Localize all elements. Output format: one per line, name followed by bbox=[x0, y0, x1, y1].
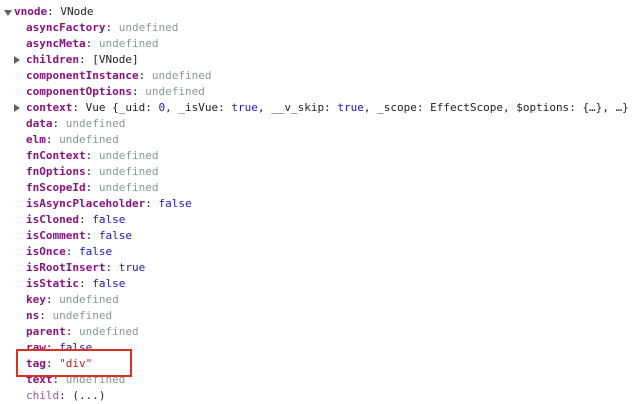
tree-row-fnScopeId[interactable]: fnScopeId: undefined bbox=[26, 181, 159, 194]
tree-row-isAsyncPlaceholder[interactable]: isAsyncPlaceholder: false bbox=[26, 197, 192, 210]
property-name: isStatic bbox=[26, 277, 79, 290]
tree-row-child[interactable]: child: (...) bbox=[26, 389, 106, 402]
preview-value: true bbox=[231, 101, 258, 114]
tree-row-elm[interactable]: elm: undefined bbox=[26, 133, 119, 146]
preview-key: _scope bbox=[377, 101, 417, 114]
preview-key: __v_skip bbox=[271, 101, 325, 114]
tree-row-key[interactable]: key: undefined bbox=[26, 293, 119, 306]
tree-row-fnOptions[interactable]: fnOptions: undefined bbox=[26, 165, 159, 178]
tree-row-tag[interactable]: tag: "div" bbox=[26, 357, 93, 370]
preview-more: …} bbox=[615, 101, 629, 114]
property-name: isRootInsert bbox=[26, 261, 106, 274]
property-value: undefined bbox=[98, 37, 159, 50]
getter-invoke[interactable]: (...) bbox=[72, 389, 106, 402]
property-value: undefined bbox=[65, 373, 126, 386]
tree-row-isOnce[interactable]: isOnce: false bbox=[26, 245, 113, 258]
property-value: undefined bbox=[145, 85, 205, 98]
property-name: key bbox=[26, 293, 46, 306]
tree-row-componentInstance[interactable]: componentInstance: undefined bbox=[26, 69, 212, 82]
property-name: fnOptions bbox=[26, 165, 86, 178]
property-value: true bbox=[118, 261, 146, 274]
property-name: parent bbox=[26, 325, 66, 338]
tree-row-data[interactable]: data: undefined bbox=[26, 117, 126, 130]
property-value: undefined bbox=[98, 165, 159, 178]
property-name: fnScopeId bbox=[26, 181, 86, 194]
property-value: [VNode] bbox=[92, 53, 139, 66]
object-open-brace: { bbox=[112, 101, 119, 114]
property-name: text bbox=[26, 373, 53, 386]
property-name: asyncFactory bbox=[26, 21, 106, 34]
preview-key: _isVue bbox=[178, 101, 219, 114]
property-value: undefined bbox=[118, 21, 179, 34]
property-value: undefined bbox=[98, 149, 159, 162]
property-value: undefined bbox=[59, 293, 119, 306]
preview-value: {…} bbox=[582, 101, 603, 114]
property-name: ns bbox=[26, 309, 40, 322]
property-value: false bbox=[158, 197, 192, 210]
property-name: isAsyncPlaceholder bbox=[26, 197, 146, 210]
property-name: asyncMeta bbox=[26, 37, 86, 50]
tree-row-context[interactable]: context: Vue {_uid: 0, _isVue: true, __v… bbox=[0, 100, 640, 116]
triangle-right-icon[interactable] bbox=[14, 56, 20, 64]
property-name: vnode bbox=[14, 5, 48, 18]
tree-row-isCloned[interactable]: isCloned: false bbox=[26, 213, 126, 226]
property-name: elm bbox=[26, 133, 46, 146]
tree-row-componentOptions[interactable]: componentOptions: undefined bbox=[26, 85, 205, 98]
property-name: isCloned bbox=[26, 213, 79, 226]
tree-row-asyncFactory[interactable]: asyncFactory: undefined bbox=[26, 21, 179, 34]
property-name: isComment bbox=[26, 229, 86, 242]
property-value: VNode bbox=[60, 5, 94, 18]
property-name: context bbox=[26, 101, 73, 114]
property-value: undefined bbox=[151, 69, 212, 82]
preview-key: $options bbox=[516, 101, 570, 114]
property-name: componentOptions bbox=[26, 85, 132, 98]
tree-row-children[interactable]: children: [VNode] bbox=[0, 52, 640, 68]
tree-row-asyncMeta[interactable]: asyncMeta: undefined bbox=[26, 37, 159, 50]
tree-row-ns[interactable]: ns: undefined bbox=[26, 309, 113, 322]
property-name: data bbox=[26, 117, 53, 130]
property-value: false bbox=[59, 341, 93, 354]
property-value: undefined bbox=[59, 133, 119, 146]
tree-row-isComment[interactable]: isComment: false bbox=[26, 229, 132, 242]
property-value: undefined bbox=[52, 309, 113, 322]
property-name: isOnce bbox=[26, 245, 66, 258]
triangle-right-icon[interactable] bbox=[14, 104, 20, 112]
property-name: tag bbox=[26, 357, 46, 370]
tree-row-raw[interactable]: raw: false bbox=[26, 341, 93, 354]
tree-row-text[interactable]: text: undefined bbox=[26, 373, 126, 386]
property-value: undefined bbox=[65, 117, 126, 130]
object-type: Vue bbox=[85, 101, 106, 114]
tree-row-vnode[interactable]: vnode: VNode bbox=[0, 4, 640, 20]
preview-value: 0 bbox=[158, 101, 166, 114]
property-value: undefined bbox=[98, 181, 159, 194]
preview-value: true bbox=[337, 101, 364, 114]
property-value: false bbox=[92, 213, 126, 226]
property-name: raw bbox=[26, 341, 46, 354]
property-name: componentInstance bbox=[26, 69, 139, 82]
preview-value: EffectScope bbox=[430, 101, 503, 114]
triangle-down-icon[interactable] bbox=[4, 10, 12, 16]
tree-row-isStatic[interactable]: isStatic: false bbox=[26, 277, 126, 290]
tree-row-parent[interactable]: parent: undefined bbox=[26, 325, 139, 338]
property-value: false bbox=[98, 229, 132, 242]
preview-key: _uid bbox=[118, 101, 146, 114]
property-name: children bbox=[26, 53, 79, 66]
property-name: child bbox=[26, 389, 60, 402]
property-value: "div" bbox=[59, 357, 93, 370]
tree-row-fnContext[interactable]: fnContext: undefined bbox=[26, 149, 159, 162]
property-value: undefined bbox=[79, 325, 139, 338]
property-name: fnContext bbox=[26, 149, 86, 162]
property-value: false bbox=[79, 245, 113, 258]
tree-row-isRootInsert[interactable]: isRootInsert: true bbox=[26, 261, 146, 274]
property-value: false bbox=[92, 277, 126, 290]
